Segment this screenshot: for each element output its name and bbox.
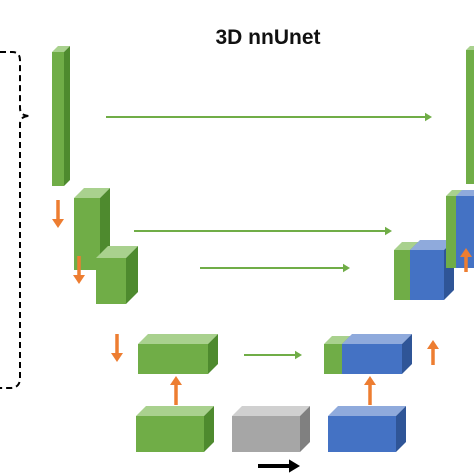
bottleneck-block-side: [300, 406, 310, 452]
encoder-block-3-side: [126, 246, 138, 304]
encoder-block-3: [96, 246, 138, 304]
decoder-concat-4-top: [324, 336, 350, 344]
curly-bracket-icon: [0, 51, 31, 389]
skip-arrow-3: [200, 263, 350, 273]
skip-arrow-2: [134, 226, 392, 236]
encoder-block-5-side: [204, 406, 214, 452]
encoder-block-4-top: [138, 334, 218, 344]
decoder-block-5: [328, 406, 406, 452]
encoder-block-5-top: [136, 406, 214, 416]
down-arrow-1: [52, 200, 64, 228]
decoder-block-5-top: [328, 406, 406, 416]
up-arrow-3: [427, 340, 439, 365]
decoder-concat-1: [466, 46, 474, 184]
up-arrow-4: [460, 248, 472, 272]
decoder-block-2: [456, 190, 474, 268]
encoder-block-3-front: [96, 258, 126, 304]
encoder-block-3-top: [96, 246, 138, 258]
decoder-concat-1-top: [466, 46, 474, 50]
decoder-block-4-front: [342, 344, 402, 374]
up-arrow-1: [170, 376, 182, 405]
decoder-block-4-side: [402, 334, 412, 374]
diagram-title: 3D nnUnet: [216, 26, 321, 49]
decoder-block-3-top: [410, 240, 454, 250]
decoder-block-4-top: [342, 334, 412, 344]
encoder-block-2-top: [74, 188, 110, 198]
skip-arrow-1: [106, 112, 432, 122]
bottleneck-block-top: [232, 406, 310, 416]
encoder-block-4: [138, 334, 218, 374]
decoder-block-2-front: [456, 196, 474, 268]
encoder-block-4-side: [208, 334, 218, 374]
encoder-block-5: [136, 406, 214, 452]
encoder-block-5-front: [136, 416, 204, 452]
right-arrow-icon: [258, 459, 300, 473]
skip-arrow-4: [244, 350, 302, 360]
down-arrow-3: [111, 334, 123, 362]
down-arrow-2: [73, 256, 85, 284]
encoder-block-4-front: [138, 344, 208, 374]
encoder-block-1-side: [64, 46, 70, 186]
decoder-block-5-side: [396, 406, 406, 452]
decoder-block-5-front: [328, 416, 396, 452]
bottleneck-block-front: [232, 416, 300, 452]
encoder-block-1: [52, 46, 70, 186]
decoder-concat-2-front: [446, 196, 458, 268]
decoder-concat-1-front: [466, 50, 474, 184]
encoder-block-1-front: [52, 52, 64, 186]
decoder-block-4: [342, 334, 412, 374]
decoder-block-2-top: [456, 190, 474, 196]
bottleneck-block: [232, 406, 310, 452]
decoder-concat-4-front: [324, 344, 342, 374]
decoder-concat-3-front: [394, 250, 410, 300]
up-arrow-2: [364, 376, 376, 405]
decoder-block-3-front: [410, 250, 444, 300]
